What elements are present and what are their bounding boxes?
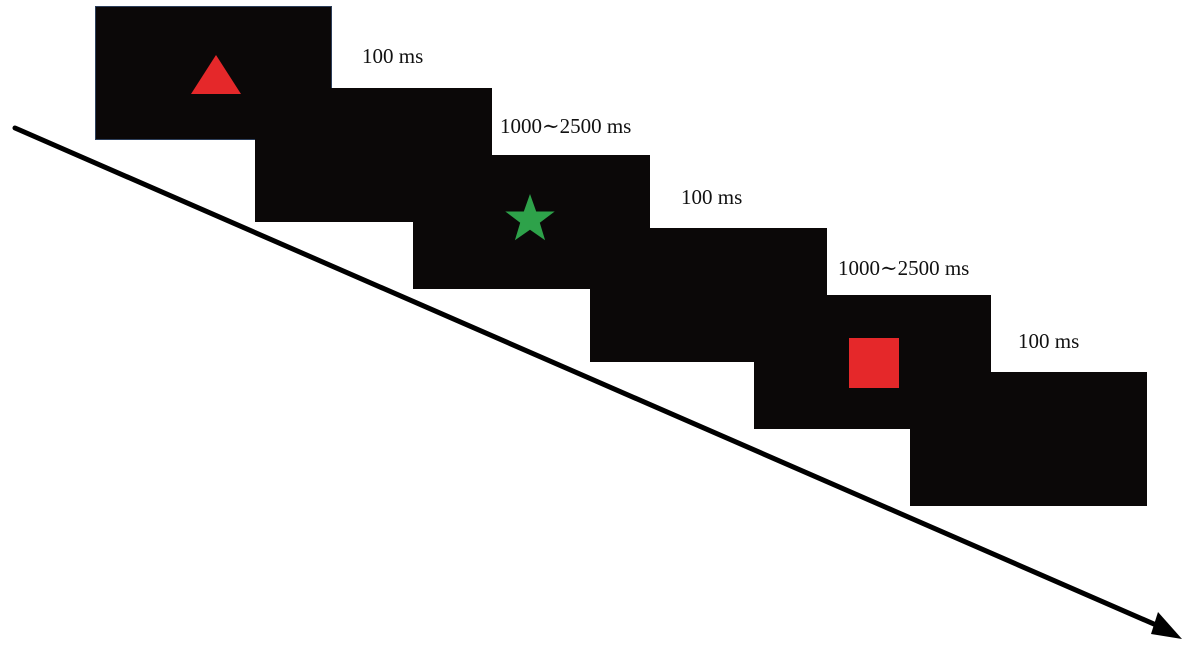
- timing-label-1: 100 ms: [362, 44, 424, 68]
- time-arrow-head: [1151, 612, 1182, 639]
- time-arrow-shaft: [12, 125, 1166, 631]
- timing-label-2: 1000∼2500 ms: [500, 114, 632, 138]
- square-icon: [849, 338, 899, 388]
- triangle-icon: [191, 55, 241, 94]
- star-icon: [505, 194, 555, 241]
- timing-label-3: 100 ms: [681, 185, 743, 209]
- screen-6: [910, 372, 1147, 506]
- timing-label-4: 1000∼2500 ms: [838, 256, 970, 280]
- timing-label-5: 100 ms: [1018, 329, 1080, 353]
